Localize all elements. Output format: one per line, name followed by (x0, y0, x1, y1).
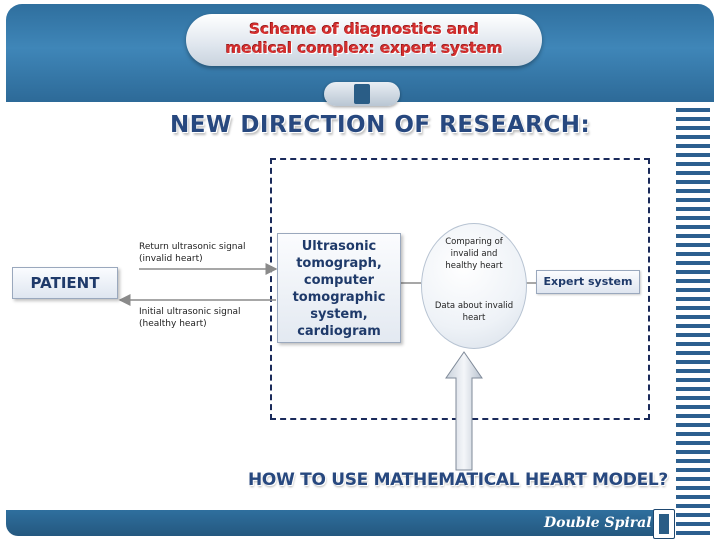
footer-logo-badge (653, 509, 675, 539)
device-box: Ultrasonic tomograph, computer tomograph… (277, 233, 401, 343)
title-line-1: Scheme of diagnostics and (249, 20, 479, 38)
device-line-2: tomograph, (296, 256, 382, 271)
comparing-label: Comparing of invalid and healthy heart (422, 236, 526, 272)
research-heading: NEW DIRECTION OF RESEARCH: (170, 112, 591, 138)
expert-system-box: Expert system (536, 270, 640, 294)
device-line-1: Ultrasonic (301, 239, 377, 254)
return-signal-label: Return ultrasonic signal (invalid heart) (139, 241, 271, 265)
header-logo-badge (324, 82, 400, 106)
initial-signal-line-1: Initial ultrasonic signal (139, 307, 241, 317)
return-signal-line-1: Return ultrasonic signal (139, 242, 246, 252)
initial-signal-label: Initial ultrasonic signal (healthy heart… (139, 306, 271, 330)
analysis-circle: Comparing of invalid and healthy heart D… (421, 223, 527, 349)
comparing-line-2: invalid and (450, 249, 498, 259)
data-about-line-1: Data about invalid (434, 301, 514, 311)
return-signal-line-2: (invalid heart) (139, 254, 203, 264)
device-line-6: cardiogram (297, 324, 381, 339)
footer-band (6, 510, 670, 536)
comparing-line-1: Comparing of (445, 237, 503, 247)
data-about-label: Data about invalid heart (422, 300, 526, 324)
device-line-3: computer (303, 273, 375, 288)
footer-brand: Double Spiral (544, 515, 652, 531)
device-line-5: system, (310, 307, 368, 322)
header-band: Scheme of diagnostics and medical comple… (6, 4, 714, 106)
side-stripes (676, 108, 710, 538)
data-about-line-2: heart (462, 313, 486, 323)
double-spiral-icon (659, 514, 669, 534)
double-spiral-icon (354, 84, 370, 104)
model-question-heading: HOW TO USE MATHEMATICAL HEART MODEL? (248, 470, 668, 490)
initial-signal-line-2: (healthy heart) (139, 319, 207, 329)
title-banner: Scheme of diagnostics and medical comple… (186, 14, 542, 66)
title-line-2: medical complex: expert system (225, 39, 503, 57)
comparing-line-3: healthy heart (445, 261, 503, 271)
patient-box: PATIENT (12, 267, 118, 299)
device-line-4: tomographic (292, 290, 386, 305)
